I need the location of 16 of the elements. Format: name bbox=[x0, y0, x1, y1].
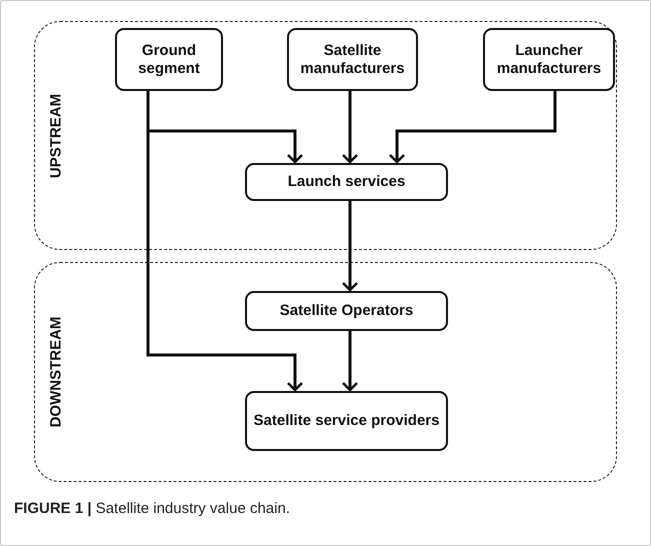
arrow bbox=[146, 90, 304, 392]
dashed-group-band bbox=[34, 21, 617, 250]
group-label: DOWNSTREAM bbox=[48, 316, 64, 428]
process-box: Satellite Operators bbox=[245, 291, 448, 331]
process-box: Satellite service providers bbox=[245, 391, 448, 451]
group-label: UPSTREAM bbox=[48, 93, 64, 178]
arrow bbox=[342, 200, 358, 292]
arrow bbox=[342, 330, 358, 392]
dashed-group-band bbox=[34, 262, 617, 482]
process-box: Launcher manufacturers bbox=[483, 28, 615, 91]
process-box: Launch services bbox=[245, 163, 448, 201]
process-box: Ground segment bbox=[115, 28, 223, 91]
arrow bbox=[342, 90, 358, 164]
arrow bbox=[388, 90, 556, 164]
figure-caption: FIGURE 1 | Satellite industry value chain. bbox=[14, 500, 290, 517]
process-box: Satellite manufacturers bbox=[287, 28, 418, 91]
